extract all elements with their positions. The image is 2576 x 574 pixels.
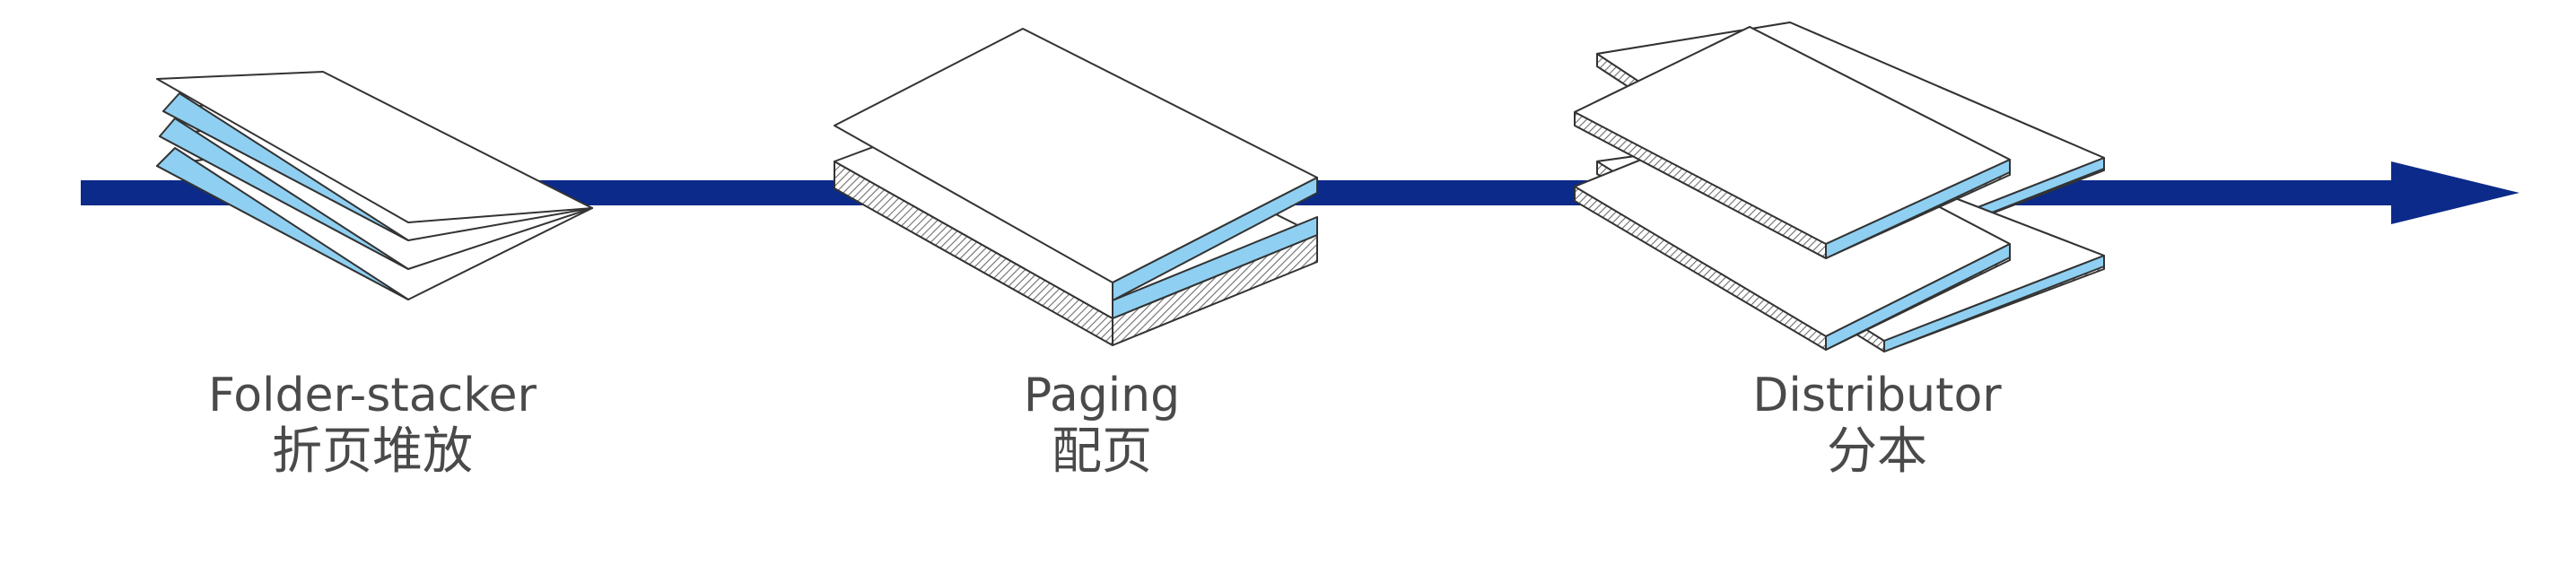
stage-label-folder-stacker: Folder-stacker 折页堆放	[208, 368, 537, 481]
folded-sheets-icon	[156, 71, 593, 300]
booklet-front-upper	[1574, 26, 2011, 259]
arrow-head	[2391, 161, 2519, 224]
stage-label-paging: Paging 配页	[1024, 368, 1180, 481]
stage-label-zh: 配页	[1052, 422, 1152, 481]
stage-label-en: Paging	[1023, 369, 1181, 422]
stage-label-en: Distributor	[1752, 369, 2002, 422]
stage-label-en: Folder-stacker	[208, 369, 537, 422]
stage-label-zh: 分本	[1827, 422, 1927, 481]
paging-stack-icon	[834, 28, 1318, 346]
stage-label-zh: 折页堆放	[271, 422, 473, 481]
stage-label-distributor: Distributor 分本	[1752, 368, 2001, 481]
distributor-booklets-icon	[1574, 22, 2105, 352]
